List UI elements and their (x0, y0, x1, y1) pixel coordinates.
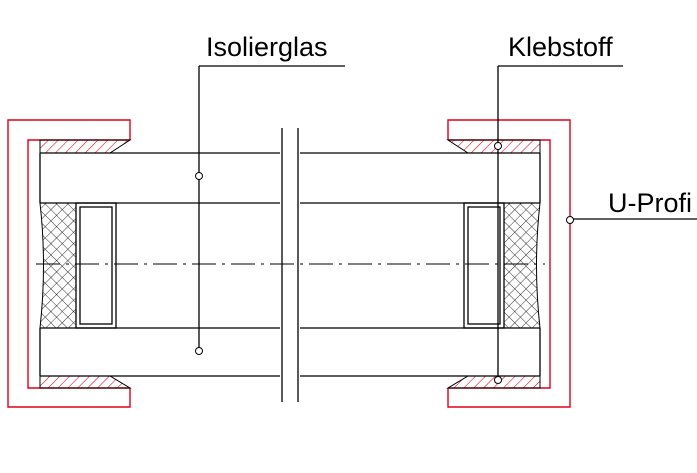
leader-uprofil (566, 216, 697, 224)
leader-klebstoff (494, 65, 623, 384)
label-klebstoff: Klebstoff (508, 32, 613, 62)
leader-isolierglas (195, 65, 345, 355)
edge-seal-left (39, 202, 77, 329)
adhesive-right (446, 139, 541, 389)
adhesive-left (39, 139, 132, 389)
break-lines (281, 128, 299, 402)
label-isolierglas: Isolierglas (206, 32, 328, 62)
spacer-left (75, 202, 117, 329)
spacer-right (463, 202, 505, 329)
label-u-profil: U-Profi (608, 188, 692, 218)
edge-seal-right (503, 202, 541, 329)
